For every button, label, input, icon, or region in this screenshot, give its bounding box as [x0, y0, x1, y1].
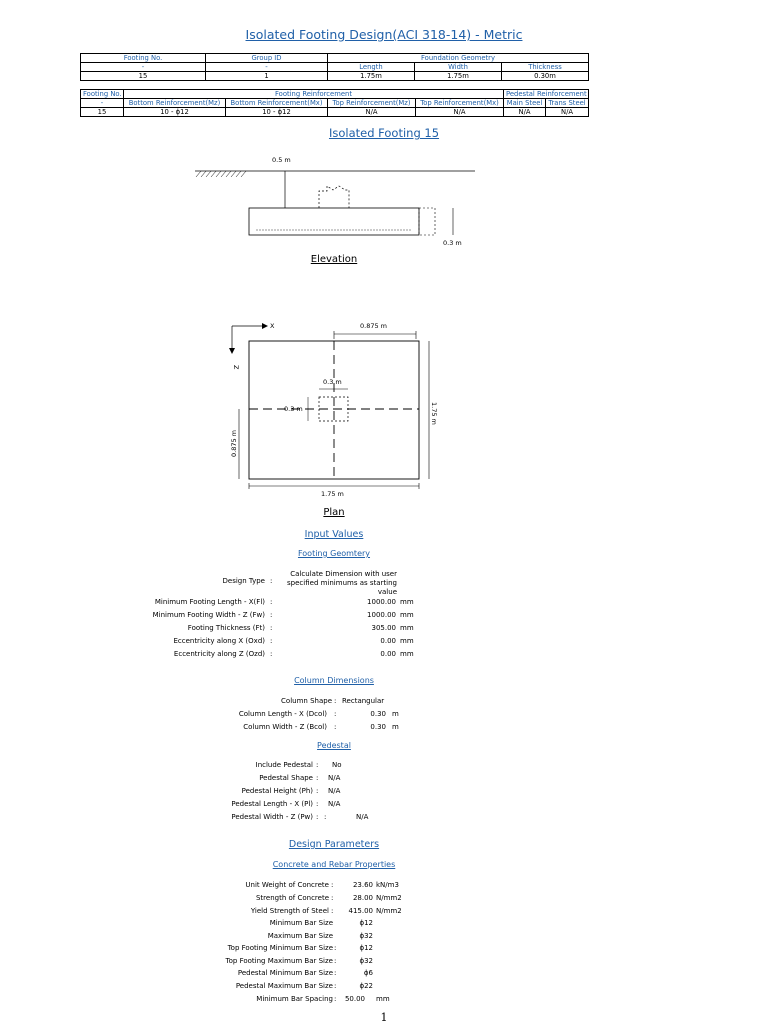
subheader-length: Length: [327, 62, 415, 72]
footing-section: [248, 207, 420, 236]
subheader-dash: -: [80, 98, 124, 108]
cell-main-steel: N/A: [503, 107, 547, 117]
plan-left-dim-label: 0.875 m: [230, 430, 238, 457]
subheader-trans-steel: Trans Steel: [545, 98, 590, 108]
cell-thickness: 0.30m: [500, 71, 590, 81]
elevation-drawing: 0.5 m 0.3 m: [195, 156, 475, 247]
ground-hatch: [195, 170, 247, 178]
cell-top-mz: N/A: [327, 107, 416, 117]
column-stub: [318, 185, 350, 208]
cell-footing-no: 15: [80, 71, 206, 81]
subheader-thickness: Thickness: [500, 62, 590, 72]
header-foundation-geometry: Foundation Geometry: [326, 53, 590, 63]
report-title: Isolated Footing Design(ACI 318-14) - Me…: [245, 27, 523, 42]
reinforcement-summary-table: Footing No. Footing Reinforcement Pedest…: [80, 89, 590, 117]
subheader-dash: -: [80, 62, 206, 72]
cell-bottom-mz: 10 - ϕ12: [123, 107, 226, 117]
subheader-main-steel: Main Steel: [503, 98, 547, 108]
footing-summary-table: Footing No. Group ID Foundation Geometry…: [80, 53, 590, 81]
subheader-top-mx: Top Reinforcement(Mx): [414, 98, 505, 108]
plan-column-left-label: 0.3 m: [284, 405, 303, 413]
elevation-thickness-label: 0.3 m: [443, 239, 462, 247]
cell-length: 1.75m: [327, 71, 415, 81]
column-dimensions-heading: Column Dimensions: [294, 676, 374, 685]
footing-geometry-heading: Footing Geomtery: [297, 549, 371, 558]
design-parameters-heading: Design Parameters: [288, 839, 380, 850]
pedestal-heading: Pedestal: [317, 741, 351, 750]
plan-bottom-dim-label: 1.75 m: [321, 490, 344, 498]
plan-right-dim-label: 1.75 m: [430, 402, 438, 425]
subheader-dash: -: [205, 62, 328, 72]
concrete-rebar-heading: Concrete and Rebar Properties: [272, 860, 396, 869]
axis-x-label: X: [270, 322, 275, 330]
cell-bottom-mx: 10 - ϕ12: [225, 107, 328, 117]
subheader-width: Width: [414, 62, 502, 72]
subheader-bottom-mx: Bottom Reinforcement(Mx): [225, 98, 328, 108]
header-pedestal-reinforcement: Pedestal Reinforcement: [503, 89, 590, 99]
plan-drawing: X Z 0.875 m 0.3 m 0.3 m 1.75 m 0.875 m 1…: [229, 322, 438, 498]
plan-column-top-label: 0.3 m: [323, 378, 342, 386]
footing-title: Isolated Footing 15: [328, 126, 440, 140]
axis-z-label: Z: [232, 365, 240, 370]
cell-top-mx: N/A: [414, 107, 505, 117]
header-group-id: Group ID: [205, 53, 328, 63]
cell-width: 1.75m: [414, 71, 502, 81]
cell-footing-no: 15: [80, 107, 124, 117]
cell-trans-steel: N/A: [545, 107, 590, 117]
input-values-heading: Input Values: [304, 529, 364, 540]
design-type-label: Design Type: [222, 577, 265, 585]
plan-column: [318, 396, 349, 422]
plan-caption: Plan: [323, 507, 345, 518]
header-footing-no: Footing No.: [80, 53, 206, 63]
cell-group-id: 1: [205, 71, 328, 81]
elevation-depth-label: 0.5 m: [272, 156, 291, 164]
plan-top-dim-label: 0.875 m: [360, 322, 387, 330]
design-type-value: Calculate Dimension with user specified …: [287, 570, 397, 596]
page-number: 1: [380, 1011, 388, 1024]
header-footing-reinforcement: Footing Reinforcement: [122, 89, 505, 99]
subheader-top-mz: Top Reinforcement(Mz): [327, 98, 416, 108]
elevation-caption: Elevation: [310, 254, 358, 265]
header-footing-no: Footing No.: [80, 89, 124, 99]
subheader-bottom-mz: Bottom Reinforcement(Mz): [123, 98, 226, 108]
